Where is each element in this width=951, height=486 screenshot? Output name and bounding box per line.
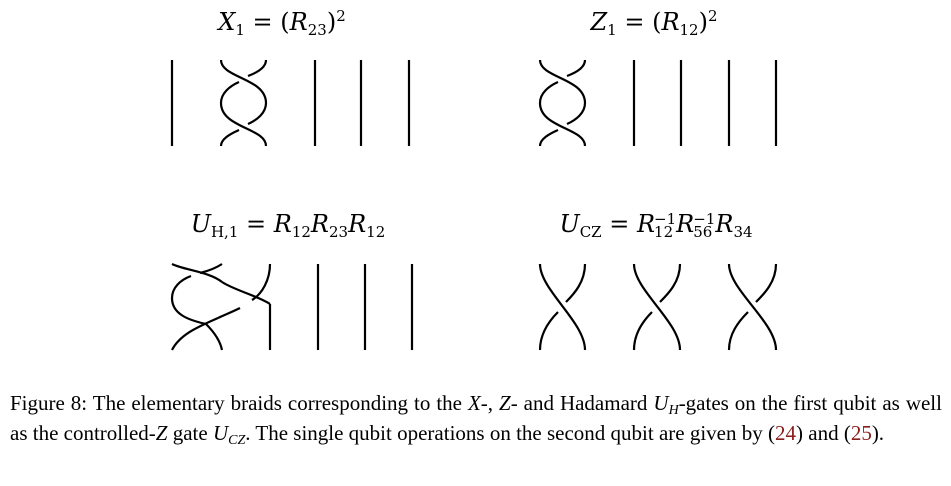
cz-crossing-2-under-b [632, 311, 653, 351]
cz-crossing-3-over [727, 263, 778, 351]
mid-under-a [251, 263, 272, 301]
cz-crossing-1-over [538, 263, 587, 351]
cz-crossing-1-under-b [538, 311, 559, 351]
figure-label: Figure 8: [10, 391, 88, 415]
cz-crossing-1-under-a [565, 263, 587, 303]
equation-ref-24[interactable]: 24 [775, 421, 796, 445]
crossing-over-lower [538, 102, 587, 147]
formula-x1: X1 = (R23)2 [218, 7, 346, 39]
mid-under-b [217, 307, 241, 319]
cz-crossing-2-under-a [659, 263, 682, 303]
crossing-under-upper-a [247, 59, 268, 78]
crossing-over-upper [219, 59, 268, 104]
formula-z1: Z1 = (R12)2 [590, 7, 718, 39]
crossing-top-over [171, 262, 223, 283]
crossing-top-under-a [199, 263, 223, 275]
crossing-under-upper-a [566, 59, 587, 78]
figure-caption: Figure 8: The elementary braids correspo… [10, 391, 942, 448]
cz-crossing-3-under-b [727, 311, 749, 351]
crossing-under-lower-a [247, 102, 268, 126]
crossing-under-lower-b [219, 128, 240, 147]
crossing-over-lower [219, 102, 268, 147]
braid-ucz [538, 263, 778, 351]
crossing-under-upper-b [219, 80, 240, 104]
crossing-under-upper-b [538, 80, 559, 104]
crossing-bottom-over [171, 316, 219, 351]
crossing-under-lower-a [566, 102, 587, 126]
braid-x1 [170, 59, 411, 147]
crossing-top-under-b [170, 274, 192, 299]
equation-ref-25[interactable]: 25 [850, 421, 872, 445]
braid-uh [170, 262, 414, 351]
formula-uh: UH,1 = R12R23R12 [190, 210, 386, 241]
braid-z1 [538, 59, 778, 147]
left-loop [170, 297, 207, 326]
crossing-over-upper [538, 59, 587, 104]
braid-diagrams [170, 59, 778, 351]
cz-crossing-3-under-a [755, 263, 778, 303]
crossing-bottom-under [205, 323, 224, 351]
crossing-under-lower-b [538, 128, 559, 147]
cz-crossing-2-over [632, 263, 682, 351]
mid-over-a [221, 281, 271, 305]
